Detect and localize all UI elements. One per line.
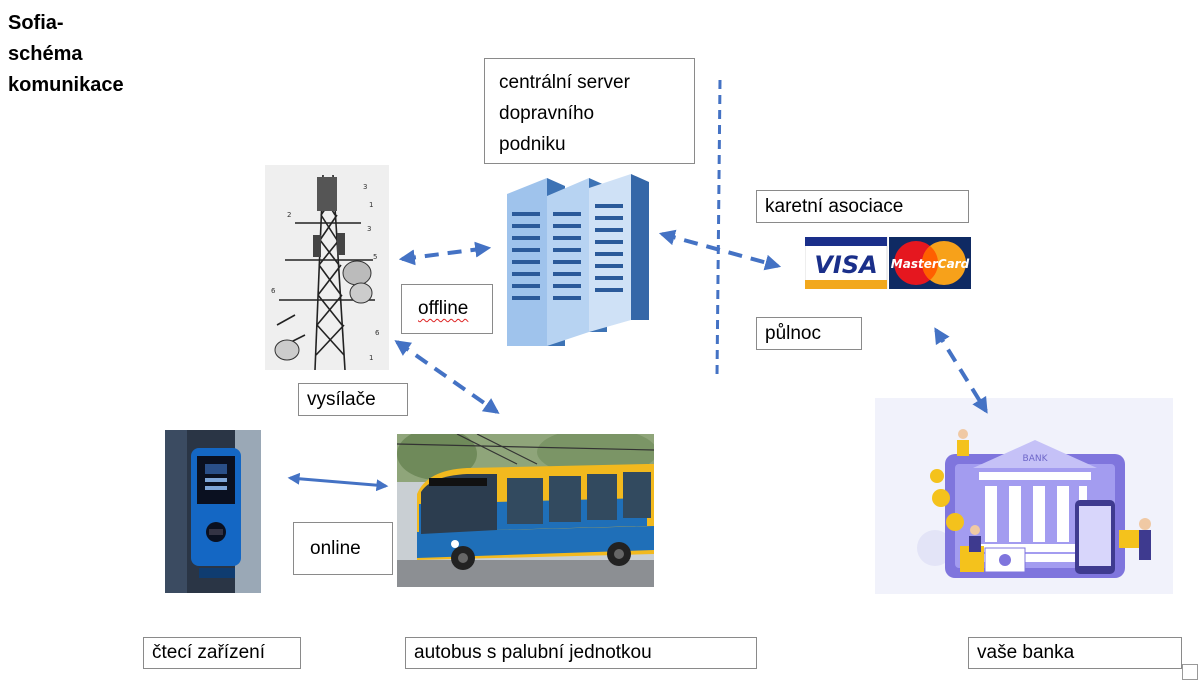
arrow-tower-server bbox=[398, 241, 492, 266]
arrow-reader-bus bbox=[287, 472, 389, 492]
svg-text:1: 1 bbox=[369, 354, 373, 362]
reader-label-text: čtecí zařízení bbox=[152, 642, 265, 663]
bus-label-text: autobus s palubní jednotkou bbox=[414, 642, 652, 663]
server-icon bbox=[507, 172, 649, 346]
arrow-server-card bbox=[658, 229, 782, 271]
towers-label-text: vysílače bbox=[307, 388, 376, 410]
card-association-label: karetní asociace bbox=[756, 190, 969, 223]
bank-label: vaše banka bbox=[968, 637, 1182, 669]
reader-icon bbox=[165, 430, 261, 593]
svg-text:3: 3 bbox=[367, 225, 371, 233]
server-label-text: centrální server dopravního podniku bbox=[499, 72, 630, 155]
svg-text:1: 1 bbox=[369, 201, 373, 209]
bus-icon bbox=[397, 434, 654, 587]
online-label: online bbox=[293, 522, 393, 575]
offline-label-text: offline bbox=[418, 298, 469, 319]
svg-text:6: 6 bbox=[271, 287, 276, 295]
svg-text:6: 6 bbox=[375, 329, 380, 337]
visa-logo-text: VISA bbox=[814, 251, 877, 279]
svg-text:2: 2 bbox=[287, 211, 291, 219]
bank-icon: BANK bbox=[875, 398, 1173, 594]
bank-label-text: vaše banka bbox=[977, 642, 1075, 663]
towers-label: vysílače bbox=[298, 383, 408, 416]
midnight-label-text: půlnoc bbox=[765, 322, 821, 344]
arrow-tower-bus bbox=[394, 340, 500, 414]
bank-sign-text: BANK bbox=[1023, 454, 1049, 464]
svg-text:5: 5 bbox=[373, 253, 377, 261]
card-logos-icon: VISA MasterCard bbox=[805, 237, 971, 289]
reader-label: čtecí zařízení bbox=[143, 637, 301, 669]
card-association-label-text: karetní asociace bbox=[765, 195, 904, 217]
diagram-title: Sofia- schéma komunikace bbox=[8, 8, 158, 101]
online-label-text: online bbox=[310, 537, 361, 559]
tower-icon: 3 1 2 3 5 6 6 1 bbox=[265, 165, 389, 370]
svg-text:3: 3 bbox=[363, 183, 367, 191]
corner-marker bbox=[1182, 664, 1198, 680]
server-label: centrální server dopravního podniku bbox=[484, 58, 695, 164]
diagram-title-text: Sofia- schéma komunikace bbox=[8, 12, 124, 96]
offline-label: offline bbox=[401, 284, 493, 334]
bus-label: autobus s palubní jednotkou bbox=[405, 637, 757, 669]
mastercard-logo-text: MasterCard bbox=[891, 257, 970, 271]
separator-dashed-line bbox=[715, 79, 722, 377]
midnight-label: půlnoc bbox=[756, 317, 862, 350]
